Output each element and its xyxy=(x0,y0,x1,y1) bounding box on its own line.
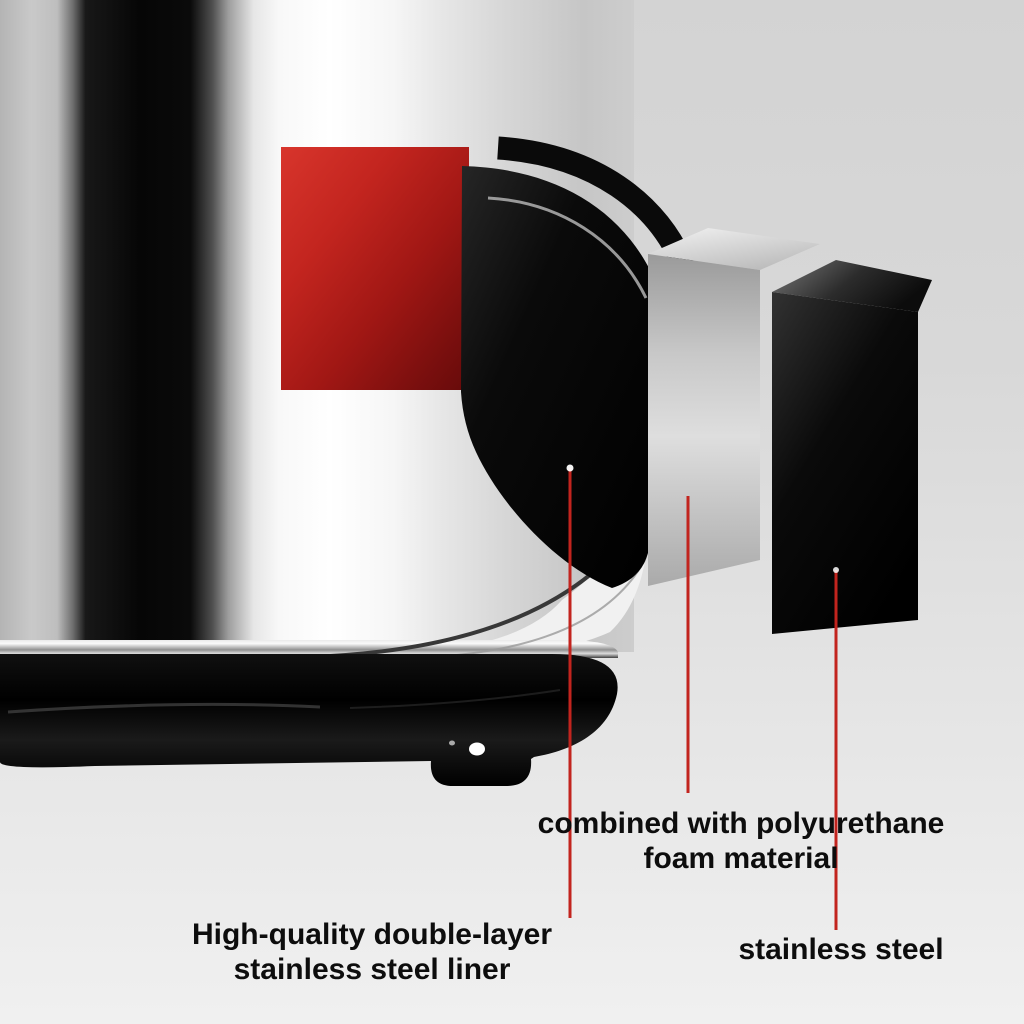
steel-layer-front xyxy=(772,292,918,634)
annotation-foam-line2: foam material xyxy=(643,842,839,875)
body-base-highlight-arc xyxy=(429,559,646,658)
base-reflection-line xyxy=(7,702,321,714)
foam-layer-front xyxy=(648,254,760,586)
base xyxy=(0,654,618,786)
annotation-liner: High-quality double-layer stainless stee… xyxy=(192,917,552,987)
body-bottom-curve xyxy=(400,498,648,662)
annotation-liner-line1: High-quality double-layer xyxy=(191,918,553,951)
annotation-liner-line2: stainless steel liner xyxy=(233,953,511,986)
leader-tip-liner xyxy=(566,464,574,472)
annotation-steel-line1: stainless steel xyxy=(738,933,944,966)
annotation-steel: stainless steel xyxy=(738,932,943,967)
annotation-foam: combined with polyurethane foam material xyxy=(538,806,945,876)
foot-highlight-dot xyxy=(469,742,485,756)
leader-tip-steel xyxy=(833,567,839,573)
annotation-foam-line1: combined with polyurethane xyxy=(537,807,945,840)
foot-highlight-dot-small xyxy=(449,740,455,746)
liner-layer xyxy=(461,166,650,588)
liner-double-wall-line xyxy=(487,196,648,299)
red-label-panel xyxy=(281,147,469,390)
steel-layer-top xyxy=(772,260,932,312)
base-reflection-line-2 xyxy=(349,689,561,709)
foam-layer-top xyxy=(648,228,820,270)
